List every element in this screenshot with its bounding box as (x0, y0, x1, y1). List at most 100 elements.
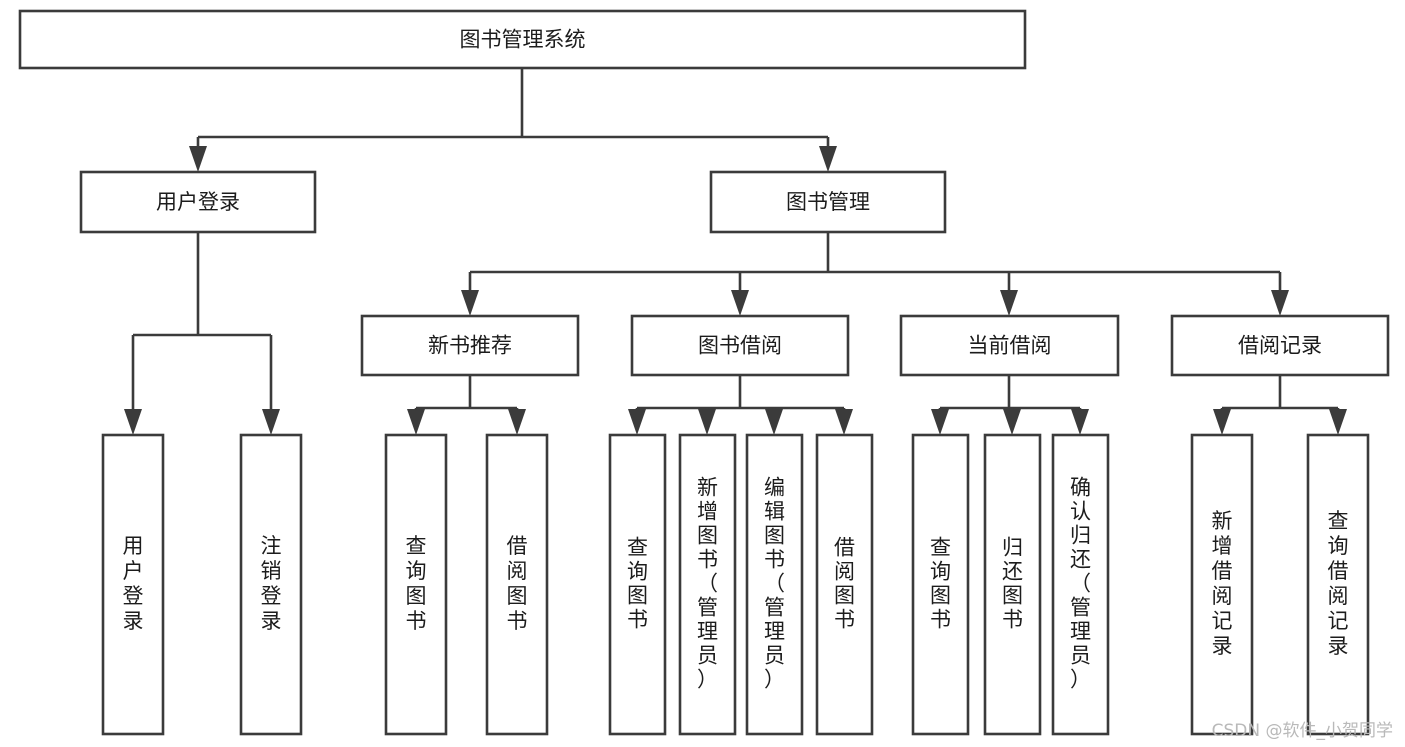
group-2-branch-2-arrowhead (1071, 409, 1089, 435)
node-box (360, 314, 580, 377)
node-label-char: 借 (1212, 559, 1233, 583)
node-label-char: 增 (1212, 534, 1233, 558)
node-label: 新书推荐 (428, 334, 512, 358)
node-label-char: 编 (764, 476, 785, 500)
node-label-char: 员 (1070, 644, 1091, 668)
manage-branch-0-arrowhead (461, 290, 479, 316)
node-label-char: 户 (123, 559, 144, 583)
level2-node-图书借阅-1[interactable]: 图书借阅 (630, 314, 850, 377)
node-label-char: 图 (930, 584, 951, 608)
node-label-char: 询 (930, 560, 951, 584)
node-label-char: 记 (1212, 609, 1233, 633)
node-label-char: 查 (627, 536, 648, 560)
node-label-char: （ (764, 572, 785, 596)
level1-node-图书管理-1[interactable]: 图书管理 (709, 170, 947, 234)
node-label-char: 录 (1212, 634, 1233, 658)
node-box (1190, 433, 1254, 736)
node-label-char: 录 (261, 609, 282, 633)
node-label-char: ） (764, 668, 785, 692)
node-label-char: 图 (764, 524, 785, 548)
node-label-char: （ (1070, 572, 1091, 596)
node-label-char: 书 (627, 608, 648, 632)
node-label-char: 还 (1002, 560, 1023, 584)
node-label-char: 查 (1328, 509, 1349, 533)
node-label-char: 新 (1212, 509, 1233, 533)
node-label-char: 注 (261, 534, 282, 558)
node-box (630, 314, 850, 377)
level2-node-新书推荐-0[interactable]: 新书推荐 (360, 314, 580, 377)
node-label: 图书管理 (786, 190, 870, 214)
node-box (983, 433, 1042, 736)
node-box (608, 433, 667, 736)
node-label-char: 确 (1070, 476, 1091, 500)
manage-branch-2-arrowhead (1000, 290, 1018, 316)
node-label-char: 借 (507, 534, 528, 558)
group-3-branch-0-arrowhead (1213, 409, 1231, 435)
level1-node-用户登录-0[interactable]: 用户登录 (79, 170, 317, 234)
node-label-char: 管 (1070, 596, 1091, 620)
node-label-char: 查 (930, 536, 951, 560)
node-label-char: 书 (764, 548, 785, 572)
node-box (899, 314, 1120, 377)
node-label-char: 书 (507, 609, 528, 633)
group-1-branch-2-arrowhead (765, 409, 783, 435)
node-box (1051, 433, 1110, 736)
login-branch-1-arrowhead (262, 409, 280, 435)
node-label-char: 记 (1328, 609, 1349, 633)
node-label-char: 登 (123, 584, 144, 608)
node-box (1170, 314, 1390, 377)
node-box (911, 433, 970, 736)
node-label-char: 询 (1328, 534, 1349, 558)
node-label-char: 书 (834, 608, 855, 632)
node-label-char: 管 (697, 596, 718, 620)
level2-node-借阅记录-3[interactable]: 借阅记录 (1170, 314, 1390, 377)
level2-node-当前借阅-2[interactable]: 当前借阅 (899, 314, 1120, 377)
node-label-char: 登 (261, 584, 282, 608)
node-box (101, 433, 165, 736)
group-1-branch-0-arrowhead (628, 409, 646, 435)
root-branch-1-arrowhead (819, 146, 837, 172)
node-label-char: 图 (406, 584, 427, 608)
node-box (815, 433, 874, 736)
group-0-branch-1-arrowhead (508, 409, 526, 435)
root-branch-0-arrowhead (189, 146, 207, 172)
node-label-char: 用 (123, 534, 144, 558)
node-label-char: （ (697, 572, 718, 596)
node-label-char: 销 (261, 559, 282, 583)
leaf-node-用户登录-0[interactable]: 用户登录 (101, 433, 165, 736)
node-label-char: 辑 (764, 500, 785, 524)
node-label-char: 阅 (1212, 584, 1233, 608)
node-box (485, 433, 549, 736)
node-label-char: 阅 (834, 560, 855, 584)
node-label: 用户登录 (156, 190, 240, 214)
node-label-char: 归 (1002, 536, 1023, 560)
node-box (1306, 433, 1370, 736)
node-label-char: 理 (1070, 620, 1091, 644)
node-label-char: 借 (1328, 559, 1349, 583)
manage-branch-1-arrowhead (731, 290, 749, 316)
node-label-char: 书 (930, 608, 951, 632)
node-label-char: 理 (697, 620, 718, 644)
group-2-branch-0-arrowhead (931, 409, 949, 435)
node-label-char: 阅 (507, 559, 528, 583)
node-label-char: 归 (1070, 524, 1091, 548)
root-node-图书管理系统[interactable]: 图书管理系统 (18, 9, 1027, 70)
node-label-char: 管 (764, 596, 785, 620)
node-label-char: ） (1070, 668, 1091, 692)
node-label-char: 认 (1070, 500, 1091, 524)
node-box (18, 9, 1027, 70)
